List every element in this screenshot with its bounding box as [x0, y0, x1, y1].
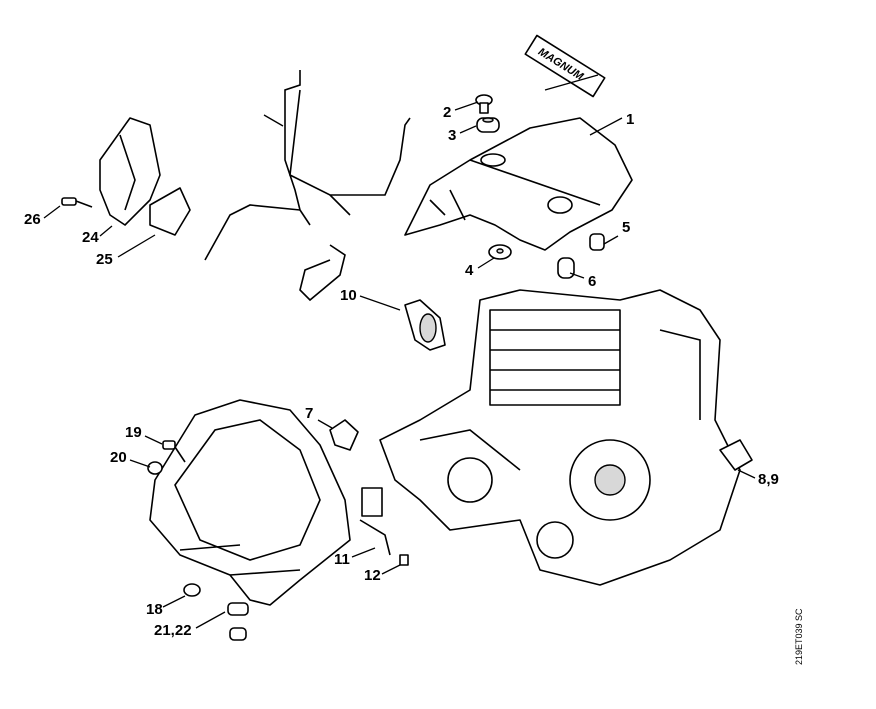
part-crankcase [379, 289, 741, 586]
part-screw-2 [475, 94, 493, 114]
part-magnum-decal: MAGNUM [524, 34, 606, 98]
part-buffer-6 [557, 257, 575, 279]
part-bracket-7 [329, 419, 359, 451]
callout-10: 10 [340, 287, 357, 304]
part-handle-guard-24 [99, 117, 161, 226]
callout-3: 3 [448, 127, 456, 144]
part-buffer-8-9 [719, 439, 753, 471]
part-grommet-3 [476, 117, 500, 133]
callout-4: 4 [465, 262, 474, 279]
callout-1: 1 [626, 111, 634, 128]
callout-24: 24 [82, 229, 99, 246]
part-cap-18 [183, 583, 201, 597]
callout-labels: 1 2 3 4 5 6 7 8,9 10 11 12 18 19 20 21,2… [24, 104, 779, 639]
drawing-code: 219ET039 SC [794, 608, 804, 665]
part-guard-25 [149, 187, 191, 236]
callout-11: 11 [334, 551, 350, 568]
callout-21-22: 21,22 [154, 622, 192, 639]
callout-5: 5 [622, 219, 630, 236]
part-buffer-5 [589, 233, 605, 251]
callout-19: 19 [125, 424, 142, 441]
part-intake-boot-10 [404, 299, 446, 351]
callout-18: 18 [146, 601, 163, 618]
callout-2: 2 [443, 104, 451, 121]
part-washer-4 [488, 244, 512, 260]
callout-7: 7 [305, 405, 313, 422]
callout-20: 20 [110, 449, 127, 466]
callout-25: 25 [96, 251, 113, 268]
callout-12: 12 [364, 567, 381, 584]
part-nut-20 [147, 461, 163, 475]
part-screw-26 [61, 197, 93, 208]
part-wiring-harness [204, 70, 411, 302]
part-shroud [404, 117, 633, 251]
part-screw-19 [162, 440, 186, 463]
callout-8-9: 8,9 [758, 471, 779, 488]
callout-26: 26 [24, 211, 41, 228]
callout-6: 6 [588, 273, 596, 290]
part-plugs-21-22 [227, 602, 249, 641]
part-screw-12 [399, 554, 409, 566]
part-plate-11 [359, 487, 391, 556]
part-engine-housing [149, 399, 351, 606]
leader-lines [43, 74, 756, 629]
